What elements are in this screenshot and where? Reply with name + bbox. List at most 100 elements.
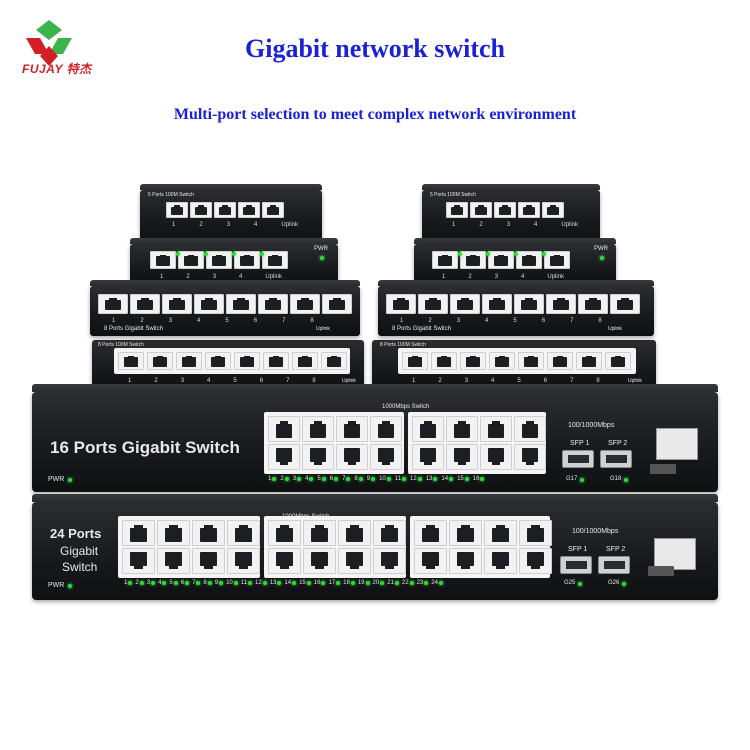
switch-24port-gigabit: 24 Ports Gigabit Switch PWR 1000Mbps Swi… <box>32 494 718 600</box>
rj45-port <box>432 251 458 269</box>
rj45-port <box>450 294 480 314</box>
port-number: 16 <box>314 580 326 586</box>
port-led <box>306 581 311 585</box>
rj45-port <box>292 352 318 370</box>
port-number: 2 <box>280 476 289 482</box>
sfp2-label: SFP 2 <box>606 546 626 553</box>
port-number: 1 <box>128 378 132 384</box>
rj45-port <box>610 294 640 314</box>
sfp-port-number: G18 <box>610 476 622 482</box>
port-number: 5 <box>317 476 326 482</box>
rj45-port <box>484 548 517 574</box>
rj45-port <box>449 520 482 546</box>
uplink-label: Uplink <box>628 378 642 384</box>
port-number: 7 <box>570 378 574 384</box>
model-label: 8 Ports 100M Switch <box>98 342 144 348</box>
sfp-port <box>560 556 592 574</box>
rj45-port <box>514 416 546 442</box>
port-led <box>371 477 376 481</box>
port-led <box>480 477 485 481</box>
rj45-port <box>480 416 512 442</box>
power-led <box>320 256 324 260</box>
port-number: 5 <box>513 318 517 324</box>
sfp2-label: SFP 2 <box>608 440 628 447</box>
status-led <box>578 582 582 586</box>
power-led <box>68 584 72 588</box>
port-number: 9 <box>367 476 376 482</box>
rj45-port <box>386 294 416 314</box>
port-led <box>219 581 224 585</box>
rj45-port <box>418 294 448 314</box>
rj45-port <box>303 520 336 546</box>
pwr-label: PWR <box>48 582 65 589</box>
rj45-port <box>518 352 544 370</box>
port-led <box>424 581 429 585</box>
rj45-port <box>605 352 631 370</box>
port-led <box>162 581 167 585</box>
rj45-port <box>412 416 444 442</box>
rj45-port <box>238 202 260 218</box>
dip-switch <box>648 566 674 576</box>
uplink-label: Uplink <box>608 326 622 332</box>
port-led <box>386 477 391 481</box>
rj45-port <box>402 352 428 370</box>
port-number: 9 <box>215 580 224 586</box>
power-led <box>600 256 604 260</box>
rj45-port <box>192 520 225 546</box>
rj45-port <box>176 352 202 370</box>
model-label: 8 Ports Gigabit Switch <box>104 326 164 332</box>
rj45-port <box>373 548 406 574</box>
rj45-port <box>338 520 371 546</box>
port-led <box>207 581 212 585</box>
rj45-port <box>336 444 368 470</box>
port-number: 8 <box>312 378 316 384</box>
port-led <box>128 581 133 585</box>
port-number: 1 <box>400 318 404 324</box>
port-led <box>292 581 297 585</box>
switch-sticker <box>656 428 698 460</box>
port-number: 6 <box>181 580 190 586</box>
rj45-port <box>370 416 402 442</box>
port-led <box>336 581 341 585</box>
sfp-speed-label: 100/1000Mbps <box>572 528 619 535</box>
rj45-port <box>227 520 260 546</box>
status-led <box>232 252 236 256</box>
port-number: 2 <box>135 580 144 586</box>
port-number: 7 <box>286 378 290 384</box>
port-number: 3 <box>180 378 185 384</box>
port-number: 18 <box>343 580 355 586</box>
port-number: 2 <box>154 378 158 384</box>
port-number: 3 <box>212 274 217 280</box>
switch-5port-pwr-left: 1 2 3 4 Uplink PWR <box>130 238 338 284</box>
port-number: 5 <box>517 378 521 384</box>
switch-name-line1: 24 Ports <box>50 526 102 541</box>
port-number: 2 <box>140 318 144 324</box>
rj45-port <box>449 548 482 574</box>
port-number: Uplink <box>561 222 579 228</box>
status-led <box>580 478 584 482</box>
port-number: 5 <box>169 580 178 586</box>
rj45-port <box>446 444 478 470</box>
port-number: 2 <box>428 318 432 324</box>
rj45-port <box>194 294 224 314</box>
status-led <box>514 252 518 256</box>
rj45-port <box>268 444 300 470</box>
port-number: 16 <box>473 476 485 482</box>
model-label: 8 Ports Gigabit Switch <box>392 326 452 332</box>
port-number: 4 <box>521 274 525 280</box>
sfp-port <box>598 556 630 574</box>
port-led <box>151 581 156 585</box>
uplink-label: Uplink <box>342 378 356 384</box>
switch-16port-gigabit: 16 Ports Gigabit Switch PWR 1000Mbps Swi… <box>32 384 718 492</box>
rj45-port <box>547 352 573 370</box>
rj45-port <box>480 444 512 470</box>
status-led <box>260 252 264 256</box>
port-number: 1 <box>124 580 133 586</box>
rj45-port <box>370 444 402 470</box>
port-number: 12 <box>255 580 267 586</box>
fujay-logo-icon <box>26 20 72 66</box>
port-number: 8 <box>310 318 314 324</box>
port-number: 15 <box>299 580 311 586</box>
sfp-port-number: G17 <box>566 476 578 482</box>
